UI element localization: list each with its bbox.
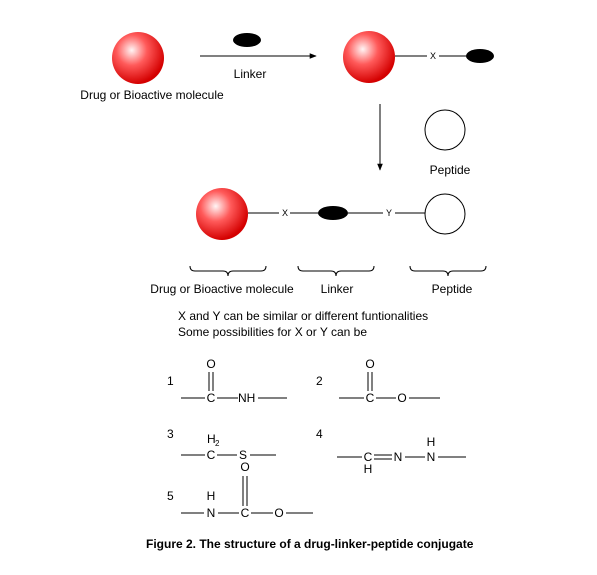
brace-linker [297,265,375,277]
svg-text:H: H [207,489,216,503]
linker-label-top: Linker [234,67,267,81]
svg-text:H: H [207,432,216,446]
svg-text:C: C [364,450,373,464]
drug-label-top: Drug or Bioactive molecule [80,88,224,102]
brace-drug [189,265,267,277]
svg-text:NH: NH [238,391,255,405]
drug-sphere-top [112,32,164,84]
structure-4-hydrazone: 4 C H N H N [316,427,466,476]
svg-text:S: S [239,448,247,462]
svg-text:H: H [364,462,373,476]
structure-4-number: 4 [316,427,323,441]
bracket-drug-label: Drug or Bioactive molecule [150,282,294,296]
bracket-peptide-label: Peptide [432,282,473,296]
svg-text:H: H [427,435,436,449]
structure-2-number: 2 [316,374,323,388]
structure-3-number: 3 [167,427,174,441]
svg-text:N: N [394,450,403,464]
peptide-circle-right [424,109,466,151]
svg-text:O: O [274,506,283,520]
drug-sphere-conjugated [343,31,395,83]
svg-text:N: N [207,506,216,520]
svg-text:C: C [207,448,216,462]
svg-text:C: C [366,391,375,405]
structure-1-amide: 1 O C NH [167,357,287,405]
note-line-1: X and Y can be similar or different funt… [178,309,428,323]
drug-sphere-final [196,188,248,240]
structure-5-number: 5 [167,489,174,503]
bracket-linker-label: Linker [321,282,354,296]
brace-peptide [409,265,487,277]
svg-text:C: C [241,506,250,520]
x-label-top: X [430,51,436,61]
linker-ellipse-conjugated [466,49,494,63]
y-label-mid: Y [386,208,392,218]
svg-text:O: O [240,460,249,474]
structure-5-carbamate: 5 H O N C O [167,460,313,520]
note-line-2: Some possibilities for X or Y can be [178,325,367,339]
structure-1-number: 1 [167,374,174,388]
svg-text:O: O [397,391,406,405]
peptide-circle-final [424,193,466,235]
peptide-label-right: Peptide [430,163,471,177]
svg-text:C: C [207,391,216,405]
structure-2-ester: 2 O C O [316,357,440,405]
svg-text:O: O [365,357,374,371]
svg-text:N: N [427,450,436,464]
svg-text:O: O [206,357,215,371]
linker-ellipse-final [318,206,348,220]
structure-3-thioether: 3 H 2 C S [167,427,276,462]
x-label-mid: X [282,208,288,218]
figure-caption: Figure 2. The structure of a drug-linker… [146,537,474,551]
linker-ellipse-top [233,33,261,47]
svg-text:2: 2 [215,439,220,448]
